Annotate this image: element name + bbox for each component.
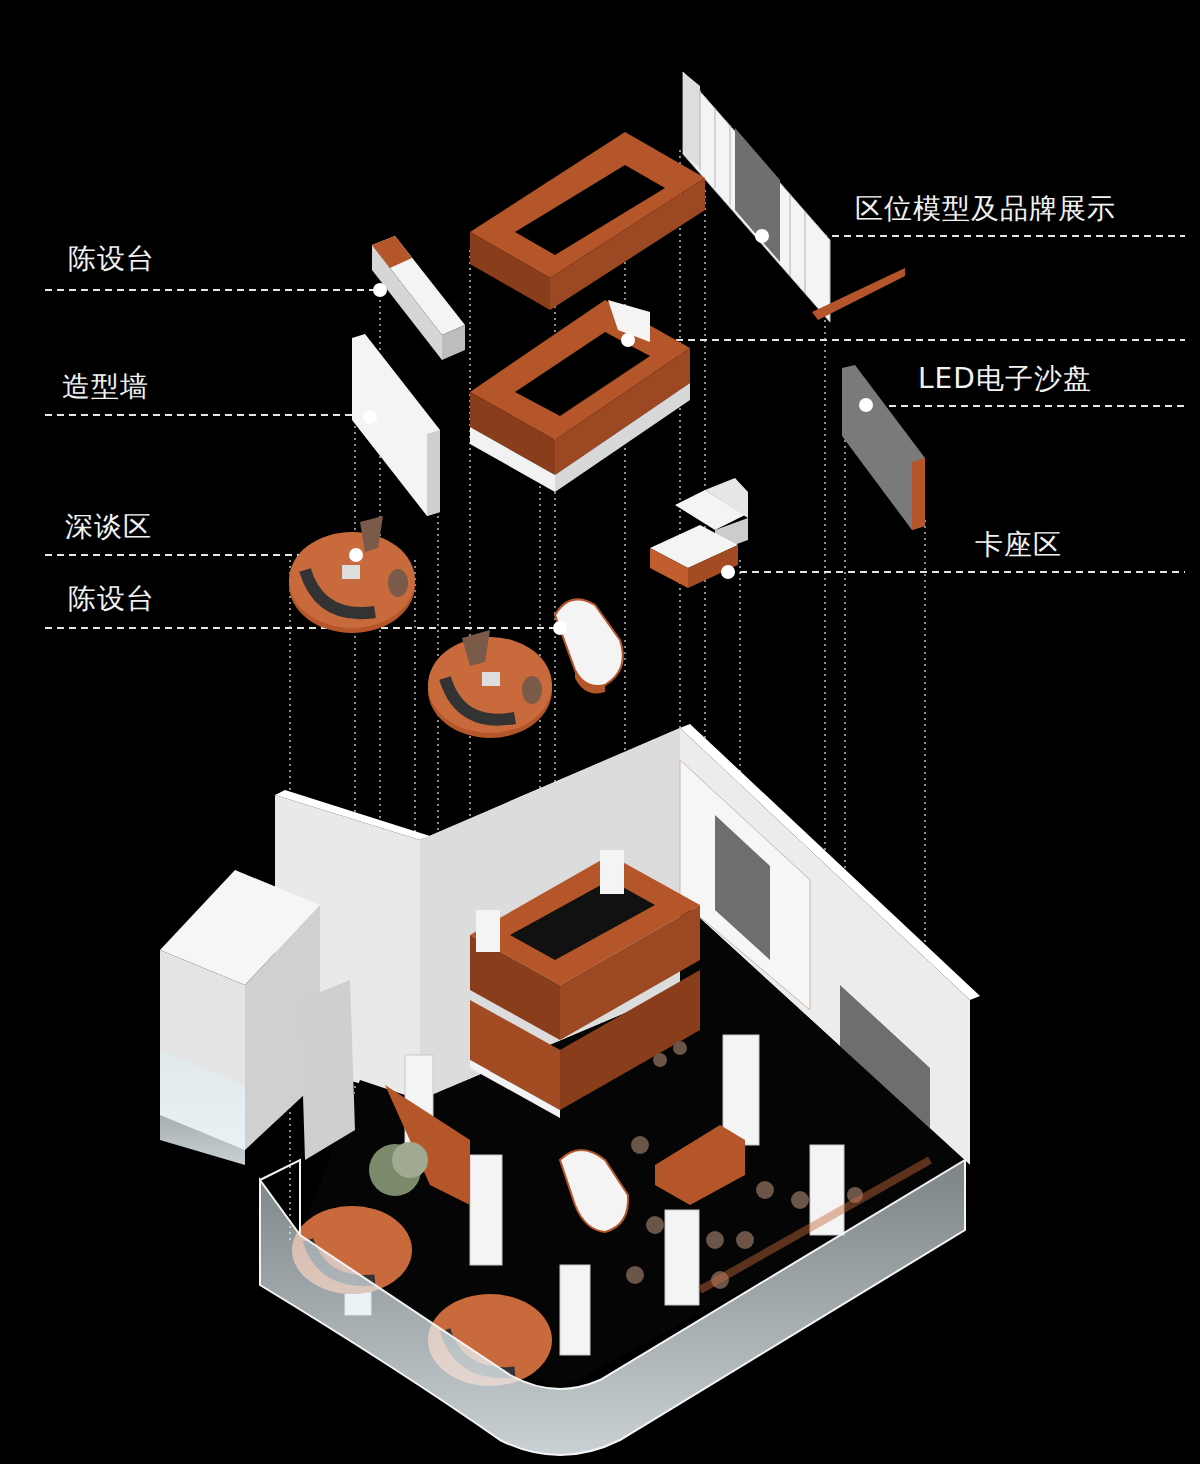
callout-label: 陈设台 xyxy=(68,582,155,616)
callout-label: 造型墙 xyxy=(62,370,149,404)
callout-label: 卡座区 xyxy=(975,528,1062,562)
callout-label: LED电子沙盘 xyxy=(918,362,1092,396)
callout-label: 陈设台 xyxy=(68,242,155,276)
callout-label: 深谈区 xyxy=(65,510,152,544)
callout-label: 区位模型及品牌展示 xyxy=(855,192,1116,226)
